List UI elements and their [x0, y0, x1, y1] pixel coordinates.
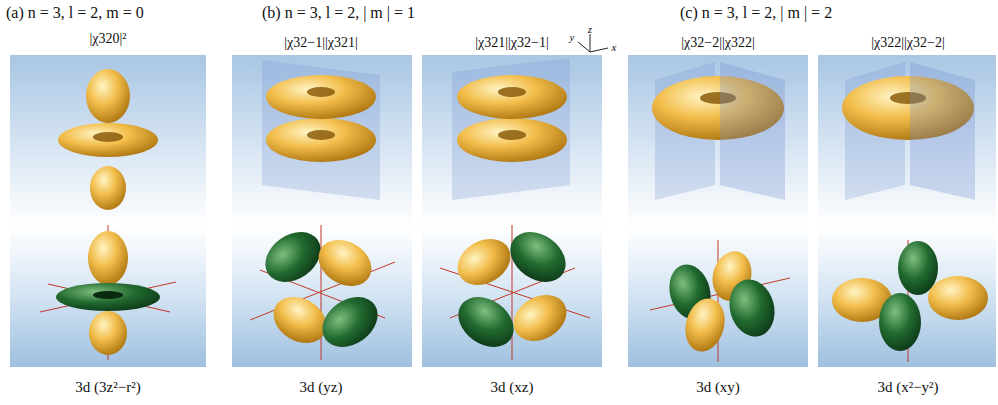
- panel-title: (a) n = 3, l = 2, m = 0: [6, 4, 144, 22]
- axis-triad: [578, 34, 608, 52]
- axis-label: z: [588, 20, 592, 38]
- axis-label: x: [612, 38, 617, 56]
- dxz-density: [452, 58, 570, 200]
- panel-ground: [818, 55, 996, 367]
- dx2y2-density: [842, 62, 975, 200]
- dxy-orbital: [650, 240, 790, 362]
- panel-title: (c) n = 3, l = 2, | m | = 2: [680, 4, 832, 22]
- dx2y2-orbital: [832, 240, 988, 362]
- panel-ground: [628, 55, 808, 367]
- axis-label: y: [570, 28, 575, 46]
- panel-ground: [422, 55, 602, 367]
- orbital-name: 3d (xz): [491, 378, 534, 396]
- function-label: |χ32−2||χ322|: [681, 34, 755, 52]
- dyz-orbital: [250, 222, 395, 360]
- orbital-name: 3d (x²−y²): [877, 378, 938, 396]
- function-label: |χ321||χ32−1|: [475, 34, 549, 52]
- dxz-orbital: [440, 222, 590, 360]
- function-label: |χ322||χ32−2|: [871, 34, 945, 52]
- dz2-density: [58, 69, 158, 210]
- panel-ground: [10, 55, 206, 367]
- dz2-orbital: [40, 225, 176, 360]
- function-label: |χ32−1||χ321|: [284, 34, 358, 52]
- dyz-density: [262, 60, 380, 200]
- orbital-name: 3d (xy): [696, 378, 740, 396]
- dxy-density: [652, 62, 785, 200]
- panel-ground: [232, 55, 412, 367]
- panel-title: (b) n = 3, l = 2, | m | = 1: [262, 4, 415, 22]
- orbital-name: 3d (3z²−r²): [75, 378, 140, 396]
- orbital-name: 3d (yz): [300, 378, 343, 396]
- function-label: |χ320|²: [89, 30, 126, 48]
